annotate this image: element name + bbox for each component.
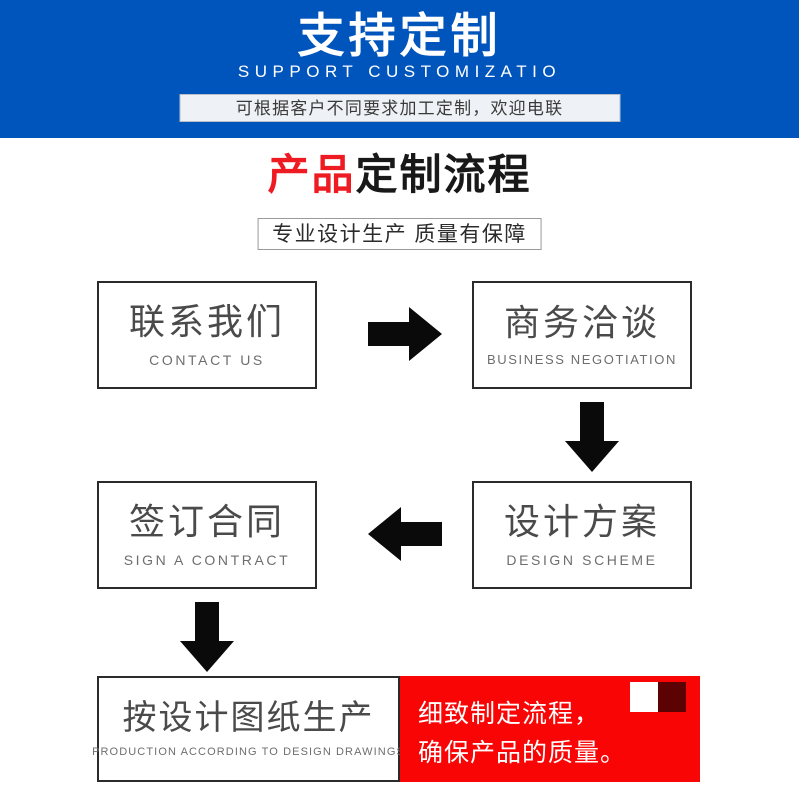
flow-step-label-en: CONTACT US <box>149 351 265 368</box>
page-title: 产品定制流程 <box>0 151 799 198</box>
banner-callout-pill: 可根据客户不同要求加工定制，欢迎电联 <box>179 94 620 122</box>
quality-callout-line1: 细致制定流程， <box>418 700 601 728</box>
page-subtitle-box: 专业设计生产 质量有保障 <box>257 218 542 250</box>
arrow-left-icon <box>368 505 442 563</box>
arrow-right-icon <box>368 305 442 363</box>
flow-step-label-cn: 商务洽谈 <box>503 302 660 343</box>
decorative-square-white <box>630 682 658 712</box>
flow-step-label-cn: 联系我们 <box>128 301 285 343</box>
flow-step-design-scheme: 设计方案 DESIGN SCHEME <box>472 481 692 589</box>
flow-step-label-cn: 签订合同 <box>128 501 285 543</box>
decorative-squares-icon <box>630 682 686 712</box>
flow-step-production: 按设计图纸生产 PRODUCTION ACCORDING TO DESIGN D… <box>92 676 404 782</box>
flow-step-sign-contract: 签订合同 SIGN A CONTRACT <box>97 481 317 589</box>
flow-step-label-cn: 设计方案 <box>503 501 660 543</box>
page-title-highlight: 产品 <box>267 151 356 198</box>
header-banner: 支持定制 SUPPORT CUSTOMIZATIO 可根据客户不同要求加工定制，… <box>0 0 799 138</box>
quality-callout: 细致制定流程， 确保产品的质量。 <box>400 676 700 782</box>
quality-callout-text: 细致制定流程， 确保产品的质量。 <box>418 695 626 773</box>
arrow-down-icon <box>178 602 236 672</box>
flow-step-label-cn: 按设计图纸生产 <box>122 698 375 737</box>
arrow-down-icon <box>563 402 621 472</box>
flow-step-label-en: BUSINESS NEGOTIATION <box>487 352 677 368</box>
banner-title-cn: 支持定制 <box>297 9 502 62</box>
page-subtitle-text: 专业设计生产 质量有保障 <box>272 222 527 246</box>
banner-title-en: SUPPORT CUSTOMIZATIO <box>237 62 562 81</box>
flow-step-business-negotiation: 商务洽谈 BUSINESS NEGOTIATION <box>472 281 692 389</box>
flow-step-label-en: DESIGN SCHEME <box>506 551 658 568</box>
decorative-square-maroon <box>658 682 686 712</box>
flow-step-label-en: SIGN A CONTRACT <box>123 551 291 568</box>
page-title-rest: 定制流程 <box>355 151 532 198</box>
flow-step-label-en: PRODUCTION ACCORDING TO DESIGN DRAWINGS <box>92 745 405 758</box>
flow-step-contact-us: 联系我们 CONTACT US <box>97 281 317 389</box>
quality-callout-line2: 确保产品的质量。 <box>418 738 627 767</box>
banner-pill-text: 可根据客户不同要求加工定制，欢迎电联 <box>235 98 564 118</box>
